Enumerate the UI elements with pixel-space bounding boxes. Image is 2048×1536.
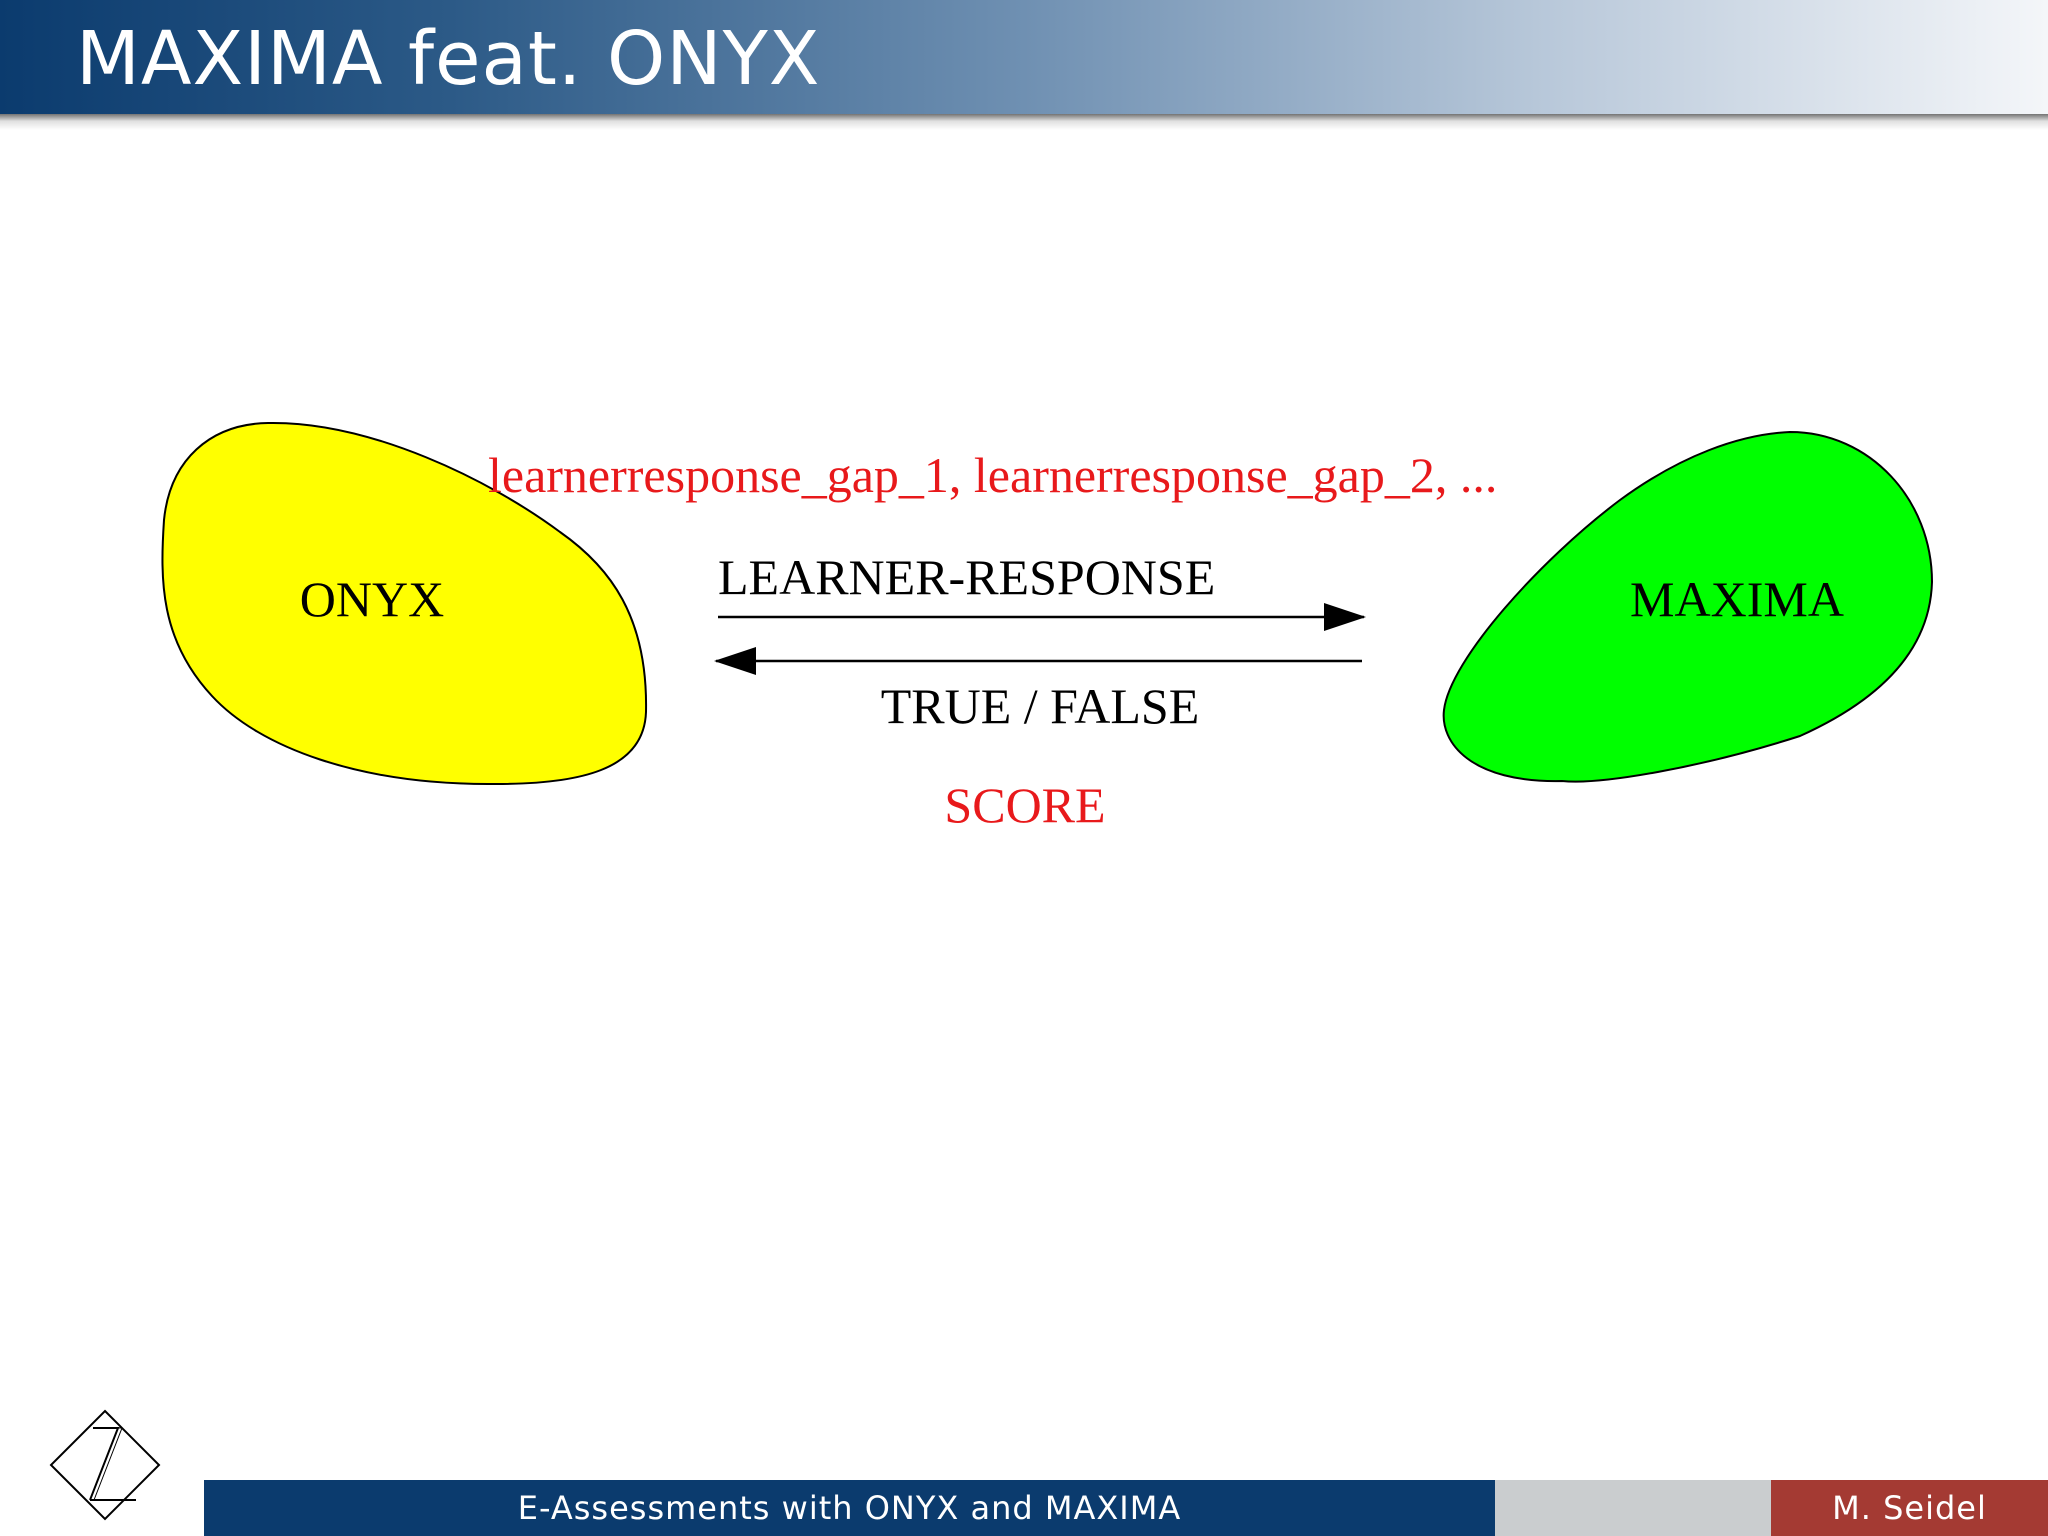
onyx-label: ONYX — [300, 571, 444, 627]
footer-spacer — [1495, 1480, 1771, 1536]
title-bar-shadow — [0, 114, 2048, 130]
learner-response-label: LEARNER-RESPONSE — [718, 549, 1215, 605]
onyx-node — [161, 421, 648, 786]
score-label: SCORE — [944, 777, 1105, 833]
footer-bar: E-Assessments with ONYX and MAXIMA M. Se… — [204, 1480, 2048, 1536]
variables-label: learnerresponse_gap_1, learnerresponse_g… — [488, 447, 1497, 503]
slide-title: MAXIMA feat. ONYX — [76, 16, 821, 102]
maxima-node — [1442, 430, 1934, 783]
maxima-label: MAXIMA — [1630, 571, 1844, 627]
true-false-label: TRUE / FALSE — [881, 678, 1200, 734]
institute-logo — [49, 1409, 161, 1521]
title-bar: MAXIMA feat. ONYX — [0, 0, 2048, 114]
footer-presentation-title: E-Assessments with ONYX and MAXIMA — [204, 1480, 1495, 1536]
footer-author: M. Seidel — [1771, 1480, 2048, 1536]
